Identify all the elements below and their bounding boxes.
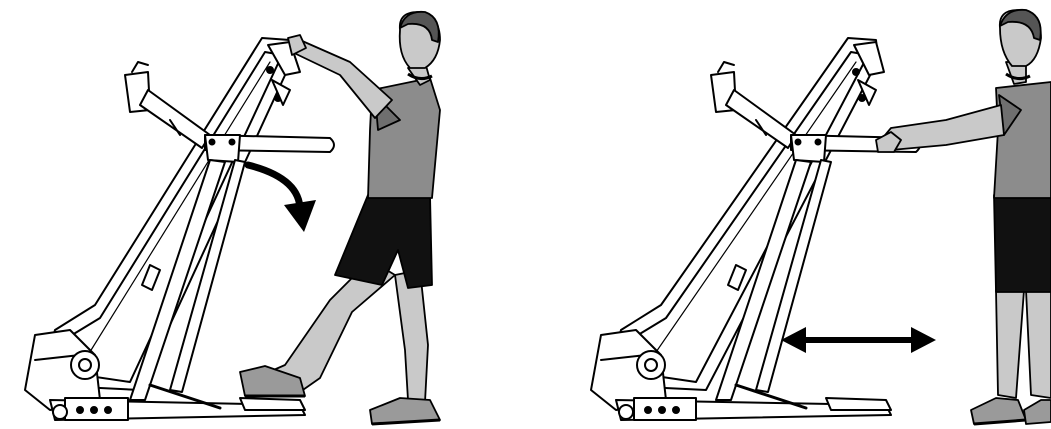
panel-move-treadmill xyxy=(526,0,1051,429)
treadmill-upright xyxy=(125,62,210,148)
curved-arrow-down-icon xyxy=(248,165,316,232)
treadmill-deck-folded xyxy=(40,38,300,390)
move-illustration xyxy=(526,0,1051,429)
person-moving xyxy=(876,10,1051,424)
treadmill-upright xyxy=(711,62,796,148)
fold-illustration xyxy=(0,0,525,429)
treadmill-handrail xyxy=(205,135,334,162)
double-headed-arrow-icon xyxy=(781,327,936,353)
panel-fold-treadmill xyxy=(0,0,525,429)
